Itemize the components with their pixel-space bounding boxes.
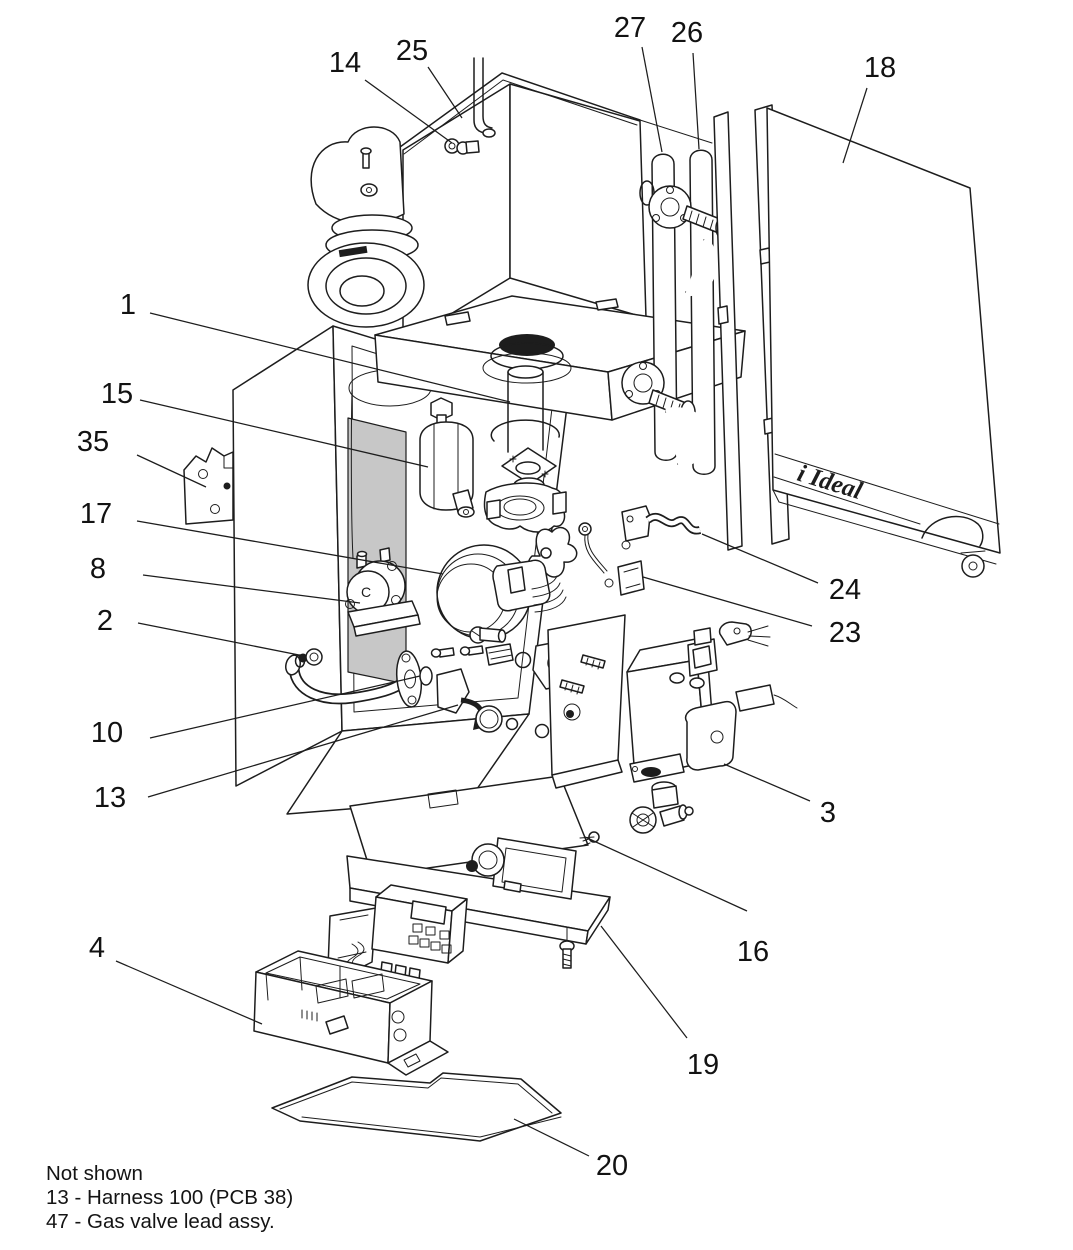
callout-label-18: 18 [864, 52, 896, 84]
callout-label-20: 20 [596, 1150, 628, 1182]
leader-line-14 [364, 79, 453, 144]
leader-line-16 [584, 836, 748, 912]
leader-line-24 [701, 533, 819, 584]
note-line: 47 - Gas valve lead assy. [46, 1210, 275, 1233]
overheat-thermostat-clip [621, 505, 702, 550]
leader-line-1 [149, 312, 511, 403]
leader-line-17 [136, 520, 444, 575]
mounting-bracket [183, 447, 234, 525]
callout-label-24: 24 [829, 574, 861, 606]
front-panel: i Ideal [713, 104, 1001, 578]
callout-label-17: 17 [80, 498, 112, 530]
callout-label-27: 27 [614, 12, 646, 44]
leader-line-15 [139, 399, 429, 468]
gas-valve [626, 621, 798, 834]
callout-label-23: 23 [829, 617, 861, 649]
leader-line-27 [641, 46, 663, 153]
fan-assembly [436, 482, 578, 640]
callout-label-35: 35 [77, 426, 109, 458]
leader-line-25 [427, 66, 463, 119]
leader-line-19 [600, 925, 688, 1039]
control-box [253, 950, 449, 1076]
callout-label-8: 8 [90, 553, 106, 585]
callout-label-2: 2 [97, 605, 113, 637]
notes-block: Not shown 13 - Harness 100 (PCB 38) 47 -… [46, 1162, 293, 1234]
leader-line-20 [513, 1118, 590, 1157]
note-line: 13 - Harness 100 (PCB 38) [46, 1186, 294, 1209]
pump-letter: C [361, 584, 371, 600]
flue-elbow [307, 126, 425, 328]
leader-line-23 [642, 576, 813, 627]
bottom-panel [271, 1072, 562, 1142]
leader-line-8 [142, 574, 361, 604]
callout-label-15: 15 [101, 378, 133, 410]
callout-label-26: 26 [671, 17, 703, 49]
callout-label-13: 13 [94, 782, 126, 814]
callout-label-14: 14 [329, 47, 361, 79]
pump: C [345, 547, 507, 644]
callout-label-16: 16 [737, 936, 769, 968]
leader-line-18 [842, 87, 868, 164]
callout-label-4: 4 [89, 932, 105, 964]
timer-control-unit [327, 884, 468, 981]
callout-label-25: 25 [396, 35, 428, 67]
leader-line-26 [692, 52, 700, 150]
thermistor-clip [578, 522, 645, 596]
leader-line-35 [136, 454, 207, 488]
control-bracket-panel [547, 614, 626, 789]
notes-heading: Not shown [46, 1162, 143, 1185]
callout-label-19: 19 [687, 1049, 719, 1081]
heat-exchanger [374, 57, 746, 421]
leader-line-13 [147, 704, 459, 798]
callout-layer: 14 25 27 26 18 1 15 35 17 8 2 10 13 24 23 3 16 19 4 20 [77, 12, 896, 1182]
leader-line-4 [115, 960, 263, 1025]
callout-label-1: 1 [120, 289, 136, 321]
expansion-bottle [419, 397, 475, 518]
leader-line-10 [149, 675, 421, 739]
leader-line-3 [723, 763, 811, 802]
callout-label-10: 10 [91, 717, 123, 749]
flow-return-pipes [621, 149, 729, 475]
leader-line-2 [137, 622, 300, 656]
callout-label-3: 3 [820, 797, 836, 829]
